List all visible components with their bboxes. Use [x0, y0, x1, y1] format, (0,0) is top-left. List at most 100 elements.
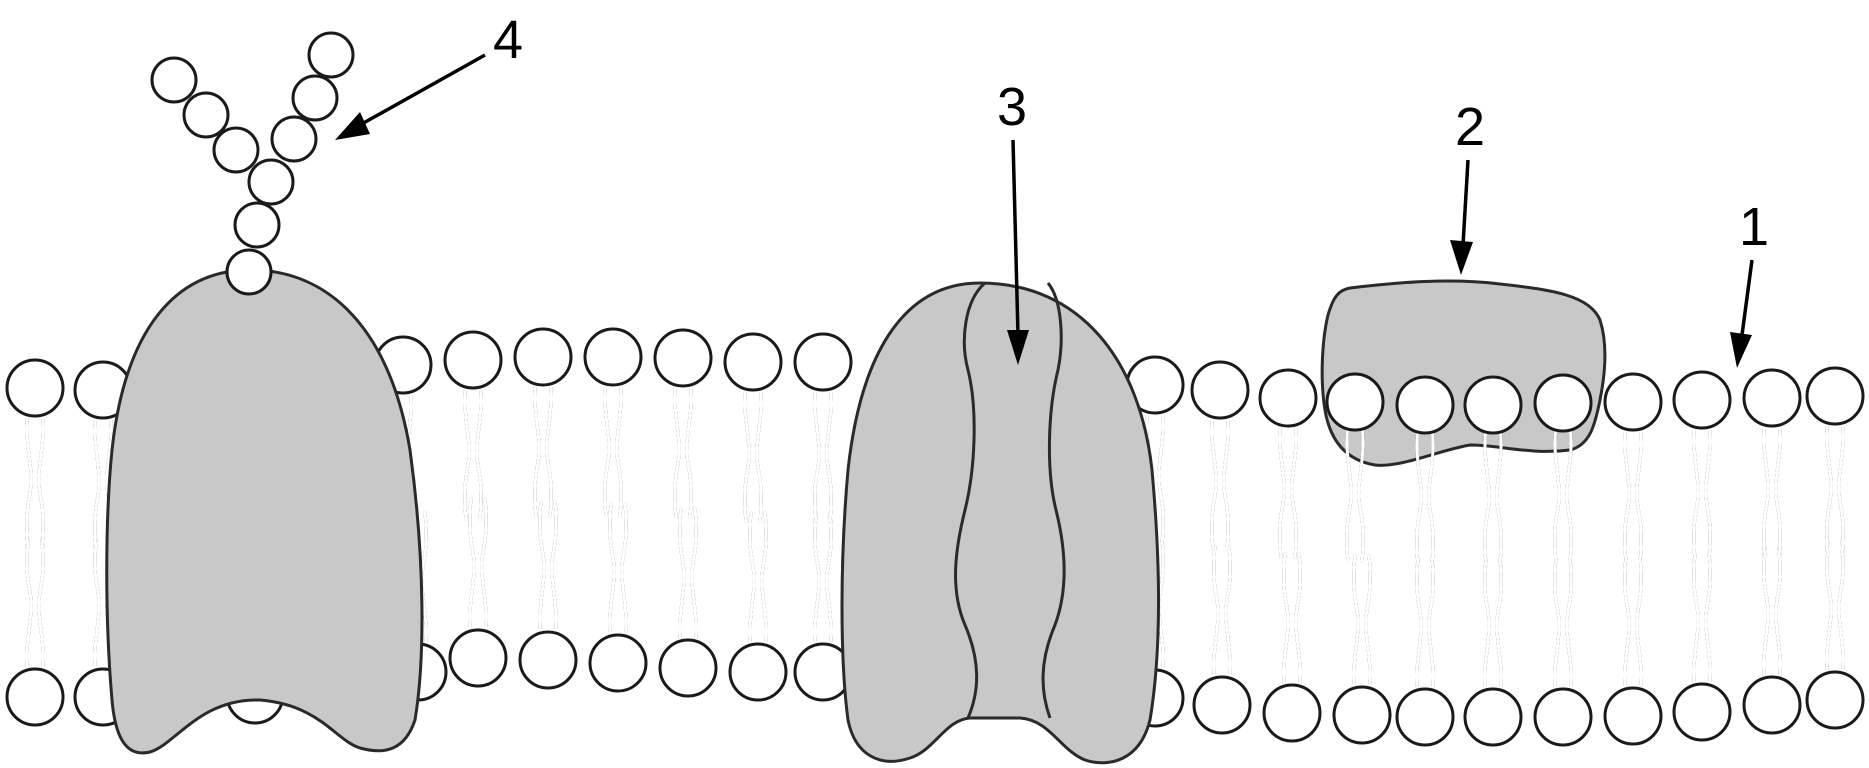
lipid-head — [793, 332, 853, 392]
lipid-head — [1258, 368, 1318, 428]
lipid-head — [1332, 685, 1392, 745]
sugar-bead — [150, 56, 198, 104]
lipid-tail-inner — [760, 511, 768, 650]
lipid-tail-inner — [1427, 556, 1435, 695]
phospholipid — [1190, 360, 1250, 551]
channel-protein-body — [840, 281, 1161, 765]
lipid-tail-inner — [1553, 556, 1561, 695]
lipid-tail-inner — [545, 379, 553, 518]
lipid-tail-inner — [1278, 420, 1286, 559]
lipid-head — [1672, 370, 1732, 430]
phospholipid — [1332, 554, 1392, 745]
sugar-bead — [291, 74, 339, 122]
lipid-tail-inner — [1415, 427, 1423, 566]
outer-leaflet — [5, 327, 1865, 563]
sugar-bead — [247, 158, 295, 206]
lipid-tail-inner — [463, 382, 471, 521]
lipid-tail-inner — [1565, 425, 1573, 564]
sugar-bead — [212, 126, 260, 174]
lipid-tail-inner — [93, 412, 101, 551]
lipid-head — [653, 328, 713, 388]
lipid-tail-inner — [685, 380, 693, 519]
lipid-head — [1190, 360, 1250, 420]
lipid-tail-inner — [550, 499, 558, 638]
lipid-tail-inner — [620, 502, 628, 641]
label-2: 2 — [1455, 97, 1485, 157]
lipid-tail-inner — [1212, 544, 1220, 683]
peripheral-protein — [1320, 279, 1607, 467]
sugar-bead — [225, 248, 273, 296]
phospholipid — [1672, 370, 1732, 561]
lipid-head — [588, 633, 648, 693]
lipid-head — [583, 327, 643, 387]
lipid-tail-inner — [1825, 418, 1833, 557]
lipid-head — [448, 628, 508, 688]
phospholipid — [588, 502, 648, 693]
lipid-tail-inner — [1692, 422, 1700, 561]
lipid-tail-inner — [1495, 556, 1503, 695]
phospholipid — [1805, 539, 1865, 730]
phospholipid — [1125, 355, 1185, 546]
lipid-head — [1395, 687, 1455, 747]
lipid-tail-inner — [37, 536, 45, 675]
lipid-tail-inner — [1692, 551, 1700, 690]
lipid-tail-inner — [1774, 420, 1782, 559]
lipid-tail-inner — [420, 511, 428, 650]
lipid-tail-inner — [480, 497, 488, 636]
lipid-head — [1463, 687, 1523, 747]
lipid-head — [1262, 683, 1322, 743]
lipid-tail-inner — [1553, 425, 1561, 564]
arrow-1 — [1730, 259, 1754, 368]
lipid-tail-inner — [748, 511, 756, 650]
phospholipid — [1395, 556, 1455, 747]
lipid-tail-inner — [1495, 427, 1503, 566]
lipid-tail-inner — [1762, 544, 1770, 683]
lipid-tail-inner — [1352, 554, 1360, 693]
lipid-tail-inner — [37, 410, 45, 549]
phospholipid — [1603, 372, 1663, 563]
lipid-head — [5, 667, 65, 727]
lipid-tail-inner — [1222, 412, 1230, 551]
lipid-tail-inner — [608, 502, 616, 641]
carbohydrate-chain — [150, 31, 355, 296]
lipid-tail-inner — [1157, 407, 1165, 546]
lipid-head — [1805, 366, 1865, 426]
sugar-bead — [307, 31, 355, 79]
phospholipid — [1672, 551, 1732, 742]
sugar-bead — [233, 201, 281, 249]
lipid-head — [723, 332, 783, 392]
lipid-tail-inner — [1635, 424, 1643, 563]
phospholipid — [1533, 556, 1593, 747]
lipid-tail-inner — [825, 511, 833, 650]
channel-wall-left — [954, 281, 987, 719]
channel-wall-right — [1041, 282, 1066, 719]
phospholipid — [1742, 368, 1802, 559]
lipid-tail-inner — [1357, 424, 1365, 563]
phospholipid — [1463, 556, 1523, 747]
lipid-head — [1463, 375, 1523, 435]
lipid-tail-inner — [1825, 539, 1833, 678]
lipid-tail-inner — [1210, 412, 1218, 551]
lipid-tail-inner — [1623, 424, 1631, 563]
phospholipid — [793, 511, 853, 702]
lipid-head — [518, 630, 578, 690]
lipid-head — [1533, 373, 1593, 433]
phospholipid — [513, 327, 573, 518]
lipid-tail-inner — [1483, 556, 1491, 695]
lipid-head — [658, 638, 718, 698]
phospholipid — [1463, 375, 1523, 566]
phospholipid — [518, 499, 578, 690]
lipid-tail-inner — [1565, 556, 1573, 695]
lipid-head — [5, 358, 65, 418]
lipid-tail-inner — [1290, 420, 1298, 559]
phospholipid — [793, 332, 853, 523]
lipid-tail-inner — [25, 410, 33, 549]
phospholipid — [583, 327, 643, 518]
lipid-head — [1805, 670, 1865, 730]
label-4: 4 — [493, 10, 523, 70]
phospholipid — [1603, 555, 1663, 746]
phospholipid — [443, 330, 503, 521]
lipid-tail-inner — [1282, 552, 1290, 691]
sugar-bead — [270, 115, 318, 163]
